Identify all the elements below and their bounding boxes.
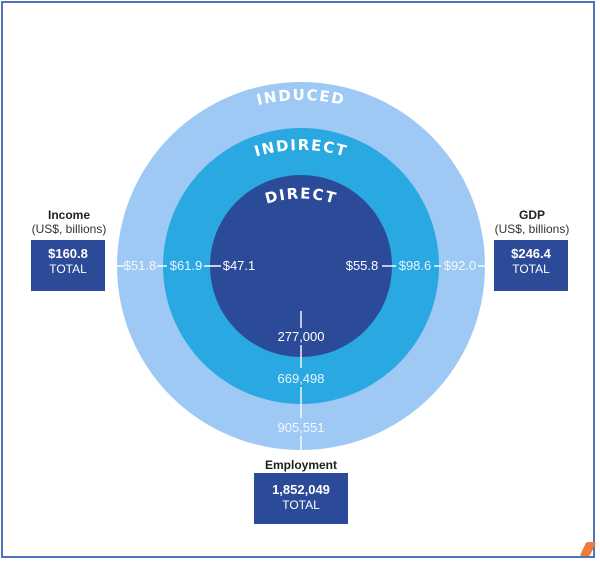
income-total-value: $160.8 (48, 246, 88, 261)
direct-label: DIRECT (263, 184, 339, 207)
employment-title: Employment (264, 458, 337, 472)
direct-ring (210, 175, 392, 357)
employment-induced-value: 905,551 (278, 420, 325, 435)
employment-total-box: 1,852,049 TOTAL (254, 473, 348, 524)
gdp-title: GDP (518, 208, 545, 222)
employment-total-value: 1,852,049 (272, 482, 330, 497)
employment-header: Employment (240, 458, 362, 472)
income-total-box: $160.8 TOTAL (31, 240, 105, 291)
gdp-units: (US$, billions) (494, 222, 570, 236)
gdp-total-box: $246.4 TOTAL (494, 240, 568, 291)
employment-direct-value: 277,000 (278, 329, 325, 344)
employment-indirect-value: 669,498 (278, 371, 325, 386)
income-indirect-value: $61.9 (170, 258, 203, 273)
income-units: (US$, billions) (31, 222, 107, 236)
gdp-total-value: $246.4 (511, 246, 551, 261)
connector-lines (116, 265, 486, 452)
income-induced-value: $51.8 (124, 258, 157, 273)
income-direct-value: $47.1 (223, 258, 256, 273)
gdp-induced-value: $92.0 (444, 258, 477, 273)
income-title: Income (47, 208, 90, 222)
gdp-total-label: TOTAL (512, 262, 550, 276)
gdp-direct-value: $55.8 (346, 258, 379, 273)
gdp-indirect-value: $98.6 (399, 258, 432, 273)
income-header: Income (US$, billions) (20, 208, 118, 237)
gdp-header: GDP (US$, billions) (483, 208, 581, 237)
income-total-label: TOTAL (49, 262, 87, 276)
employment-total-label: TOTAL (282, 498, 320, 512)
image-frame (1, 1, 595, 558)
